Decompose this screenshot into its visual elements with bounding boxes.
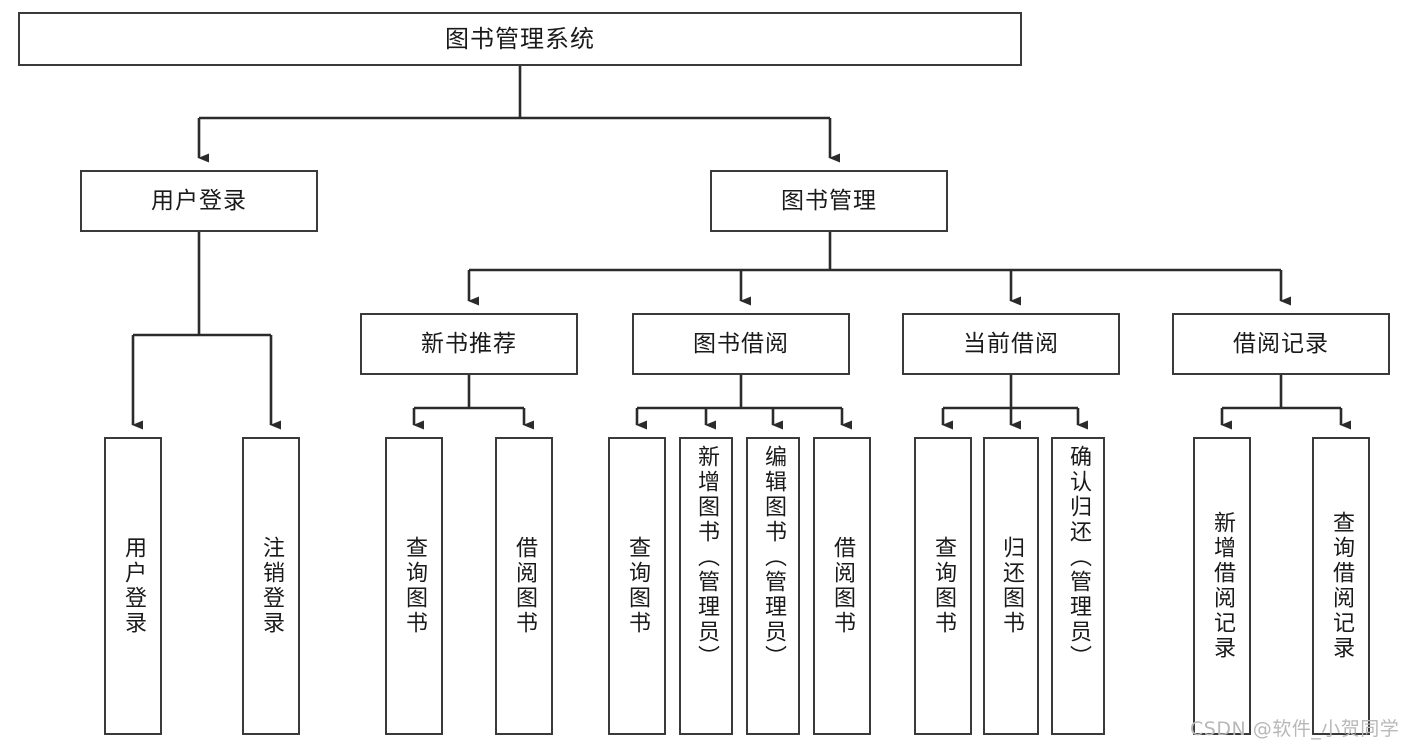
node-label: 查询图书 bbox=[931, 536, 956, 636]
node-label: 新增借阅记录 bbox=[1210, 511, 1235, 661]
node-label: 查询借阅记录 bbox=[1329, 511, 1354, 661]
node-label: 确认归还（管理员） bbox=[1066, 445, 1091, 670]
leaf-logout[interactable]: 注销登录 bbox=[242, 437, 300, 735]
leaf-add-borrow-record[interactable]: 新增借阅记录 bbox=[1193, 437, 1251, 735]
node-label: 归还图书 bbox=[999, 536, 1024, 636]
node-label: 图书管理 bbox=[781, 187, 877, 214]
node-label: 用户登录 bbox=[121, 536, 146, 636]
node-user-login[interactable]: 用户登录 bbox=[80, 170, 318, 232]
leaf-query-book-current[interactable]: 查询图书 bbox=[914, 437, 972, 735]
node-label: 借阅图书 bbox=[512, 536, 537, 636]
node-label: 当前借阅 bbox=[963, 330, 1059, 357]
node-label: 注销登录 bbox=[259, 536, 284, 636]
leaf-query-borrow-record[interactable]: 查询借阅记录 bbox=[1312, 437, 1370, 735]
node-label: 查询图书 bbox=[402, 536, 427, 636]
leaf-borrow-book-newbook[interactable]: 借阅图书 bbox=[495, 437, 553, 735]
node-label: 查询图书 bbox=[625, 536, 650, 636]
node-label: 新书推荐 bbox=[421, 330, 517, 357]
watermark-csdn: CSDN @软件_小贺同学 bbox=[1190, 718, 1400, 740]
leaf-borrow-book[interactable]: 借阅图书 bbox=[813, 437, 871, 735]
node-label: 用户登录 bbox=[151, 187, 247, 214]
node-book-borrow[interactable]: 图书借阅 bbox=[632, 313, 850, 375]
leaf-return-book[interactable]: 归还图书 bbox=[983, 437, 1039, 735]
node-label: 借阅记录 bbox=[1233, 330, 1329, 357]
node-label: 编辑图书（管理员） bbox=[761, 445, 786, 670]
leaf-add-book-admin[interactable]: 新增图书（管理员） bbox=[679, 437, 733, 735]
node-current-borrow[interactable]: 当前借阅 bbox=[902, 313, 1120, 375]
node-borrow-record[interactable]: 借阅记录 bbox=[1172, 313, 1390, 375]
leaf-confirm-return-admin[interactable]: 确认归还（管理员） bbox=[1051, 437, 1105, 735]
node-label: 借阅图书 bbox=[830, 536, 855, 636]
node-label: 新增图书（管理员） bbox=[694, 445, 719, 670]
node-new-book-recommend[interactable]: 新书推荐 bbox=[360, 313, 578, 375]
leaf-edit-book-admin[interactable]: 编辑图书（管理员） bbox=[746, 437, 800, 735]
node-label: 图书管理系统 bbox=[445, 25, 595, 53]
leaf-query-book-newbook[interactable]: 查询图书 bbox=[385, 437, 443, 735]
leaf-query-book-borrow[interactable]: 查询图书 bbox=[608, 437, 666, 735]
leaf-user-login[interactable]: 用户登录 bbox=[104, 437, 162, 735]
node-root-system[interactable]: 图书管理系统 bbox=[18, 12, 1022, 66]
node-book-management[interactable]: 图书管理 bbox=[710, 170, 948, 232]
node-label: 图书借阅 bbox=[693, 330, 789, 357]
